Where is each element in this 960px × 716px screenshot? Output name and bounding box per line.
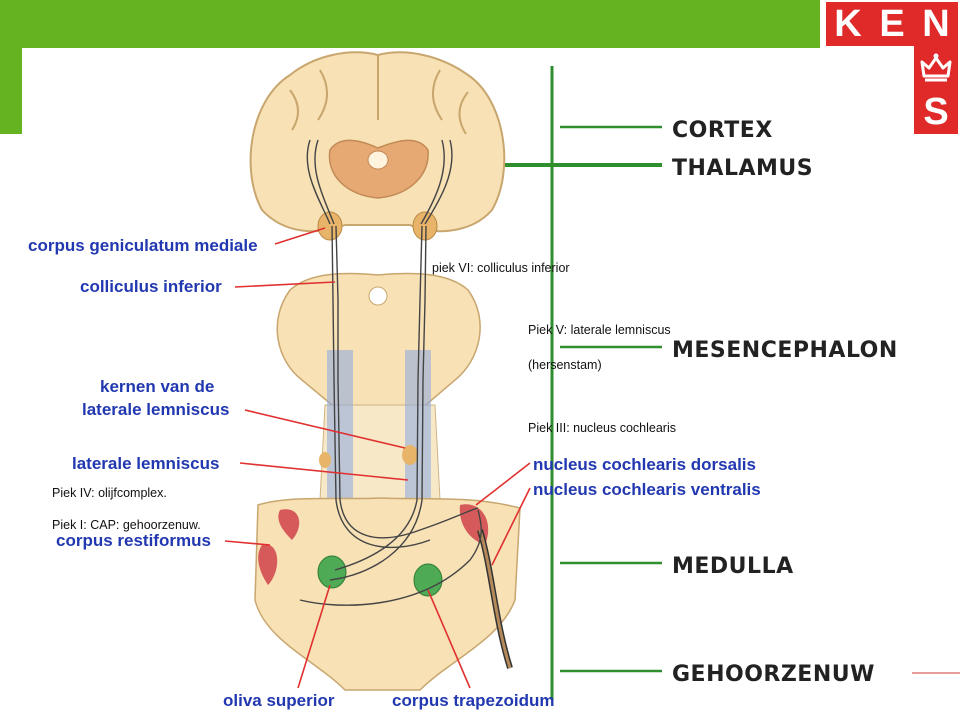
label-nucleus-cochlearis-ventralis: nucleus cochlearis ventralis xyxy=(533,480,761,499)
label-kernen-line2: laterale lemniscus xyxy=(82,400,229,419)
logo-letter-n: N xyxy=(914,2,958,46)
crown-icon xyxy=(914,46,958,90)
note-hersenstam: (hersenstam) xyxy=(528,358,602,372)
note-peak-iv: Piek IV: olijfcomplex. xyxy=(52,486,167,500)
label-corpus-restiformus: corpus restiformus xyxy=(56,531,211,550)
cerebrum xyxy=(249,51,506,233)
top-green-bar xyxy=(0,0,820,48)
logo-letter-e: E xyxy=(870,2,914,46)
note-peak-v: Piek V: laterale lemniscus xyxy=(528,323,671,337)
medulla xyxy=(254,497,521,691)
pointer-lines xyxy=(224,227,531,689)
level-mesencephalon: MESENCEPHALON xyxy=(672,338,898,363)
midbrain xyxy=(276,211,481,411)
logo-letter-k: K xyxy=(826,2,870,46)
note-peak-iii: Piek III: nucleus cochlearis xyxy=(528,421,676,435)
level-gehoorzenuw: GEHOORZENUW xyxy=(672,662,875,687)
fiber-tracts xyxy=(299,139,482,606)
label-kernen-line1: kernen van de xyxy=(100,377,214,396)
label-colliculus-inferior: colliculus inferior xyxy=(80,277,222,296)
label-corpus-geniculatum-mediale: corpus geniculatum mediale xyxy=(28,236,258,255)
level-medulla: MEDULLA xyxy=(672,554,794,579)
left-green-bar xyxy=(0,0,22,134)
label-corpus-trapezoidum: corpus trapezoidum xyxy=(392,691,554,710)
label-nucleus-cochlearis-dorsalis: nucleus cochlearis dorsalis xyxy=(533,455,756,474)
label-oliva-superior: oliva superior xyxy=(223,691,335,710)
level-thalamus: THALAMUS xyxy=(672,156,813,181)
note-peak-vi: piek VI: colliculus inferior xyxy=(432,261,570,275)
logo-letter-s: S xyxy=(914,90,958,134)
label-laterale-lemniscus: laterale lemniscus xyxy=(72,454,219,473)
note-peak-i: Piek I: CAP: gehoorzenuw. xyxy=(52,518,201,532)
level-cortex: CORTEX xyxy=(672,118,773,143)
